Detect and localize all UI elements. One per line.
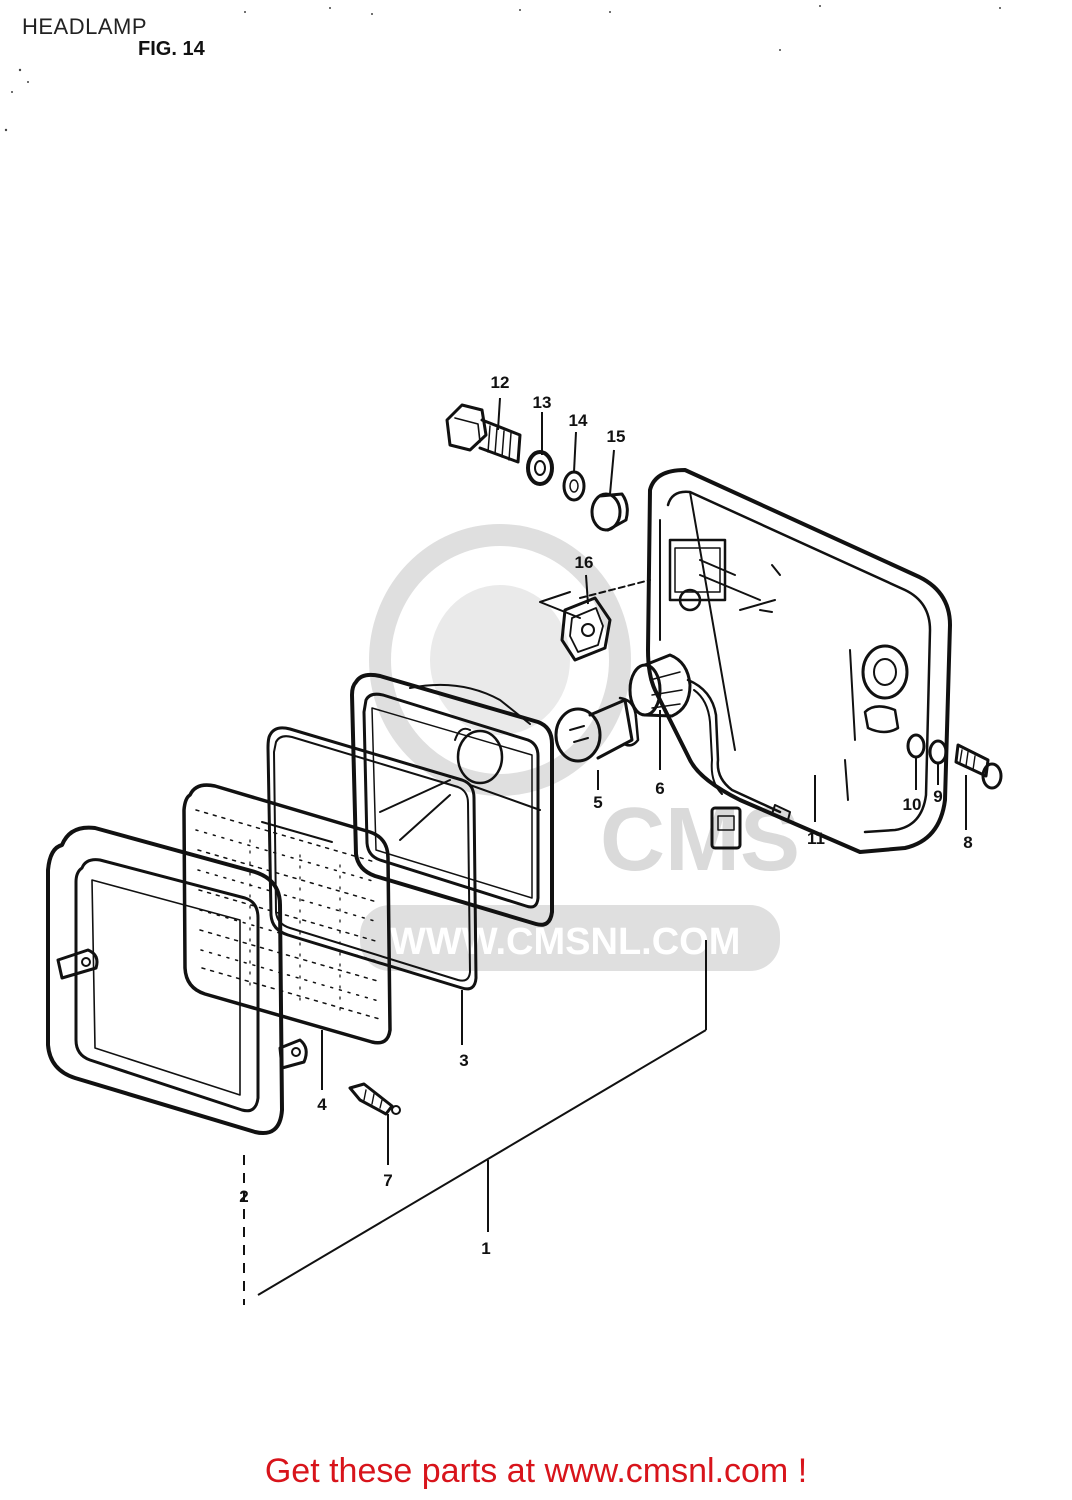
- part-number-6: 6: [655, 779, 664, 798]
- part-number-16: 16: [575, 553, 594, 572]
- part-number-4: 4: [317, 1095, 327, 1114]
- headlamp-lens: [182, 783, 392, 1045]
- headlamp-rim: [46, 825, 308, 1135]
- part-number-12: 12: [491, 373, 510, 392]
- part-number-3: 3: [459, 1051, 468, 1070]
- part-number-11: 11: [807, 829, 825, 848]
- part-number-labels: 12 13 14 15 16 5 6 11 10 9 8 3 4 7 2 1: [239, 373, 972, 1258]
- reflector-housing: [350, 672, 554, 927]
- lens-gasket: [266, 726, 478, 991]
- part-number-2: 2: [239, 1187, 248, 1206]
- headlamp-bulb: [554, 696, 640, 763]
- clip-nut: [539, 579, 651, 662]
- part-number-5: 5: [593, 793, 602, 812]
- headlamp-case: [646, 468, 952, 854]
- part-number-15: 15: [607, 427, 626, 446]
- scan-noise: [4, 5, 1001, 132]
- buy-parts-link[interactable]: Get these parts at www.cmsnl.com !: [264, 1452, 808, 1490]
- watermark-logo: CMS: [600, 790, 800, 890]
- part-number-13: 13: [533, 393, 552, 412]
- side-screw-washers: [906, 733, 1003, 790]
- watermark-url: WWW.CMSNL.COM: [390, 921, 740, 963]
- part-number-9: 9: [933, 787, 942, 806]
- diagram-title: HEADLAMP: [22, 14, 148, 39]
- bulb-socket-wiring: [628, 653, 791, 850]
- watermark: CMS WWW.CMSNL.COM: [360, 524, 800, 971]
- part-number-7: 7: [383, 1171, 392, 1190]
- leader-lines: [243, 397, 967, 1305]
- part-number-1: 1: [481, 1239, 490, 1258]
- washers-collar: [526, 450, 629, 532]
- exploded-parts-diagram: CMS WWW.CMSNL.COM: [4, 5, 1003, 1305]
- part-number-8: 8: [963, 833, 972, 852]
- part-number-14: 14: [569, 411, 588, 430]
- part-number-10: 10: [903, 795, 922, 814]
- adjusting-screw: [348, 1082, 401, 1116]
- figure-label: FIG. 14: [138, 38, 205, 60]
- mounting-bolt: [445, 403, 522, 464]
